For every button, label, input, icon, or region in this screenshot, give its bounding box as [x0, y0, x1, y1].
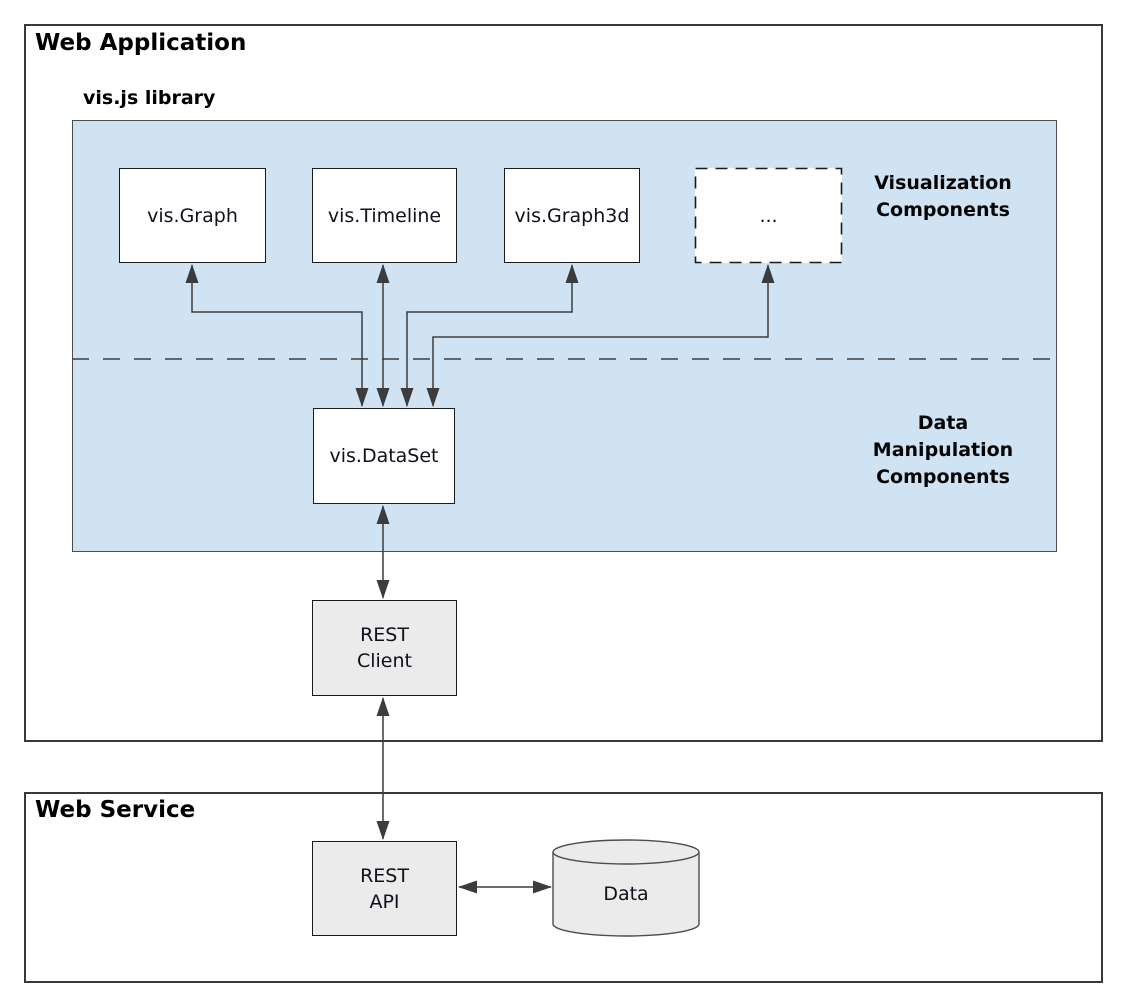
web-service-title: Web Service	[35, 797, 196, 823]
node-vis-graph: vis.Graph	[119, 168, 266, 263]
vis-js-library-title: vis.js library	[83, 87, 216, 109]
node-vis-graph-label: vis.Graph	[147, 204, 238, 227]
node-data-store-label: Data	[603, 883, 649, 905]
node-vis-timeline-label: vis.Timeline	[327, 204, 442, 227]
visualization-components-label: Visualization Components	[874, 172, 1012, 221]
node-rest-api-label-line1: REST	[360, 864, 409, 887]
node-vis-graph3d: vis.Graph3d	[504, 168, 640, 263]
web-application-title: Web Application	[35, 30, 247, 56]
node-rest-client-label-line1: REST	[360, 624, 409, 646]
node-more-components: ...	[695, 168, 842, 263]
node-vis-dataset: vis.DataSet	[313, 408, 455, 504]
node-rest-client-label-line2: Client	[356, 650, 412, 672]
node-vis-dataset-label: vis.DataSet	[329, 445, 439, 467]
node-vis-graph3d-label: vis.Graph3d	[514, 204, 630, 227]
node-vis-timeline: vis.Timeline	[312, 168, 457, 263]
node-rest-api: REST API	[312, 841, 457, 936]
node-rest-api-label-line2: API	[369, 890, 400, 913]
data-manipulation-components-label: Data Manipulation Components	[872, 412, 1014, 488]
node-rest-client: REST Client	[312, 600, 457, 696]
node-more-components-label: ...	[759, 204, 778, 227]
